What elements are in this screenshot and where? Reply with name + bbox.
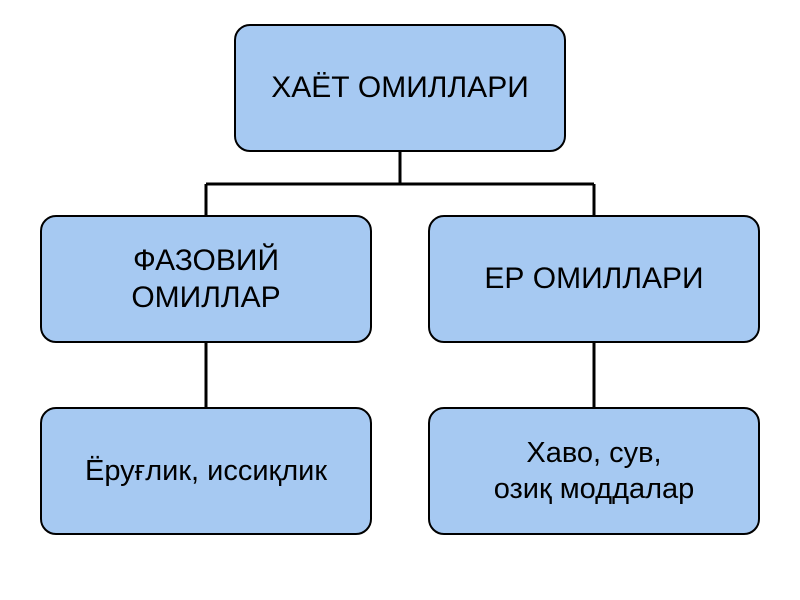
node-life-factors-label: ХАЁТ ОМИЛЛАРИ [271,71,529,105]
node-space-factors-label: ФАЗОВИЙ ОМИЛЛАР [131,243,281,315]
node-air-water-nutrients-label: Хаво, сув, озиқ моддалар [493,436,695,505]
node-earth-factors-label: ЕР ОМИЛЛАРИ [484,262,704,296]
node-earth-factors: ЕР ОМИЛЛАРИ [428,215,760,343]
node-life-factors: ХАЁТ ОМИЛЛАРИ [234,24,566,152]
node-light-heat-label: Ёруғлик, иссиқлик [84,454,328,487]
node-space-factors: ФАЗОВИЙ ОМИЛЛАР [40,215,372,343]
node-air-water-nutrients: Хаво, сув, озиқ моддалар [428,407,760,535]
node-light-heat: Ёруғлик, иссиқлик [40,407,372,535]
